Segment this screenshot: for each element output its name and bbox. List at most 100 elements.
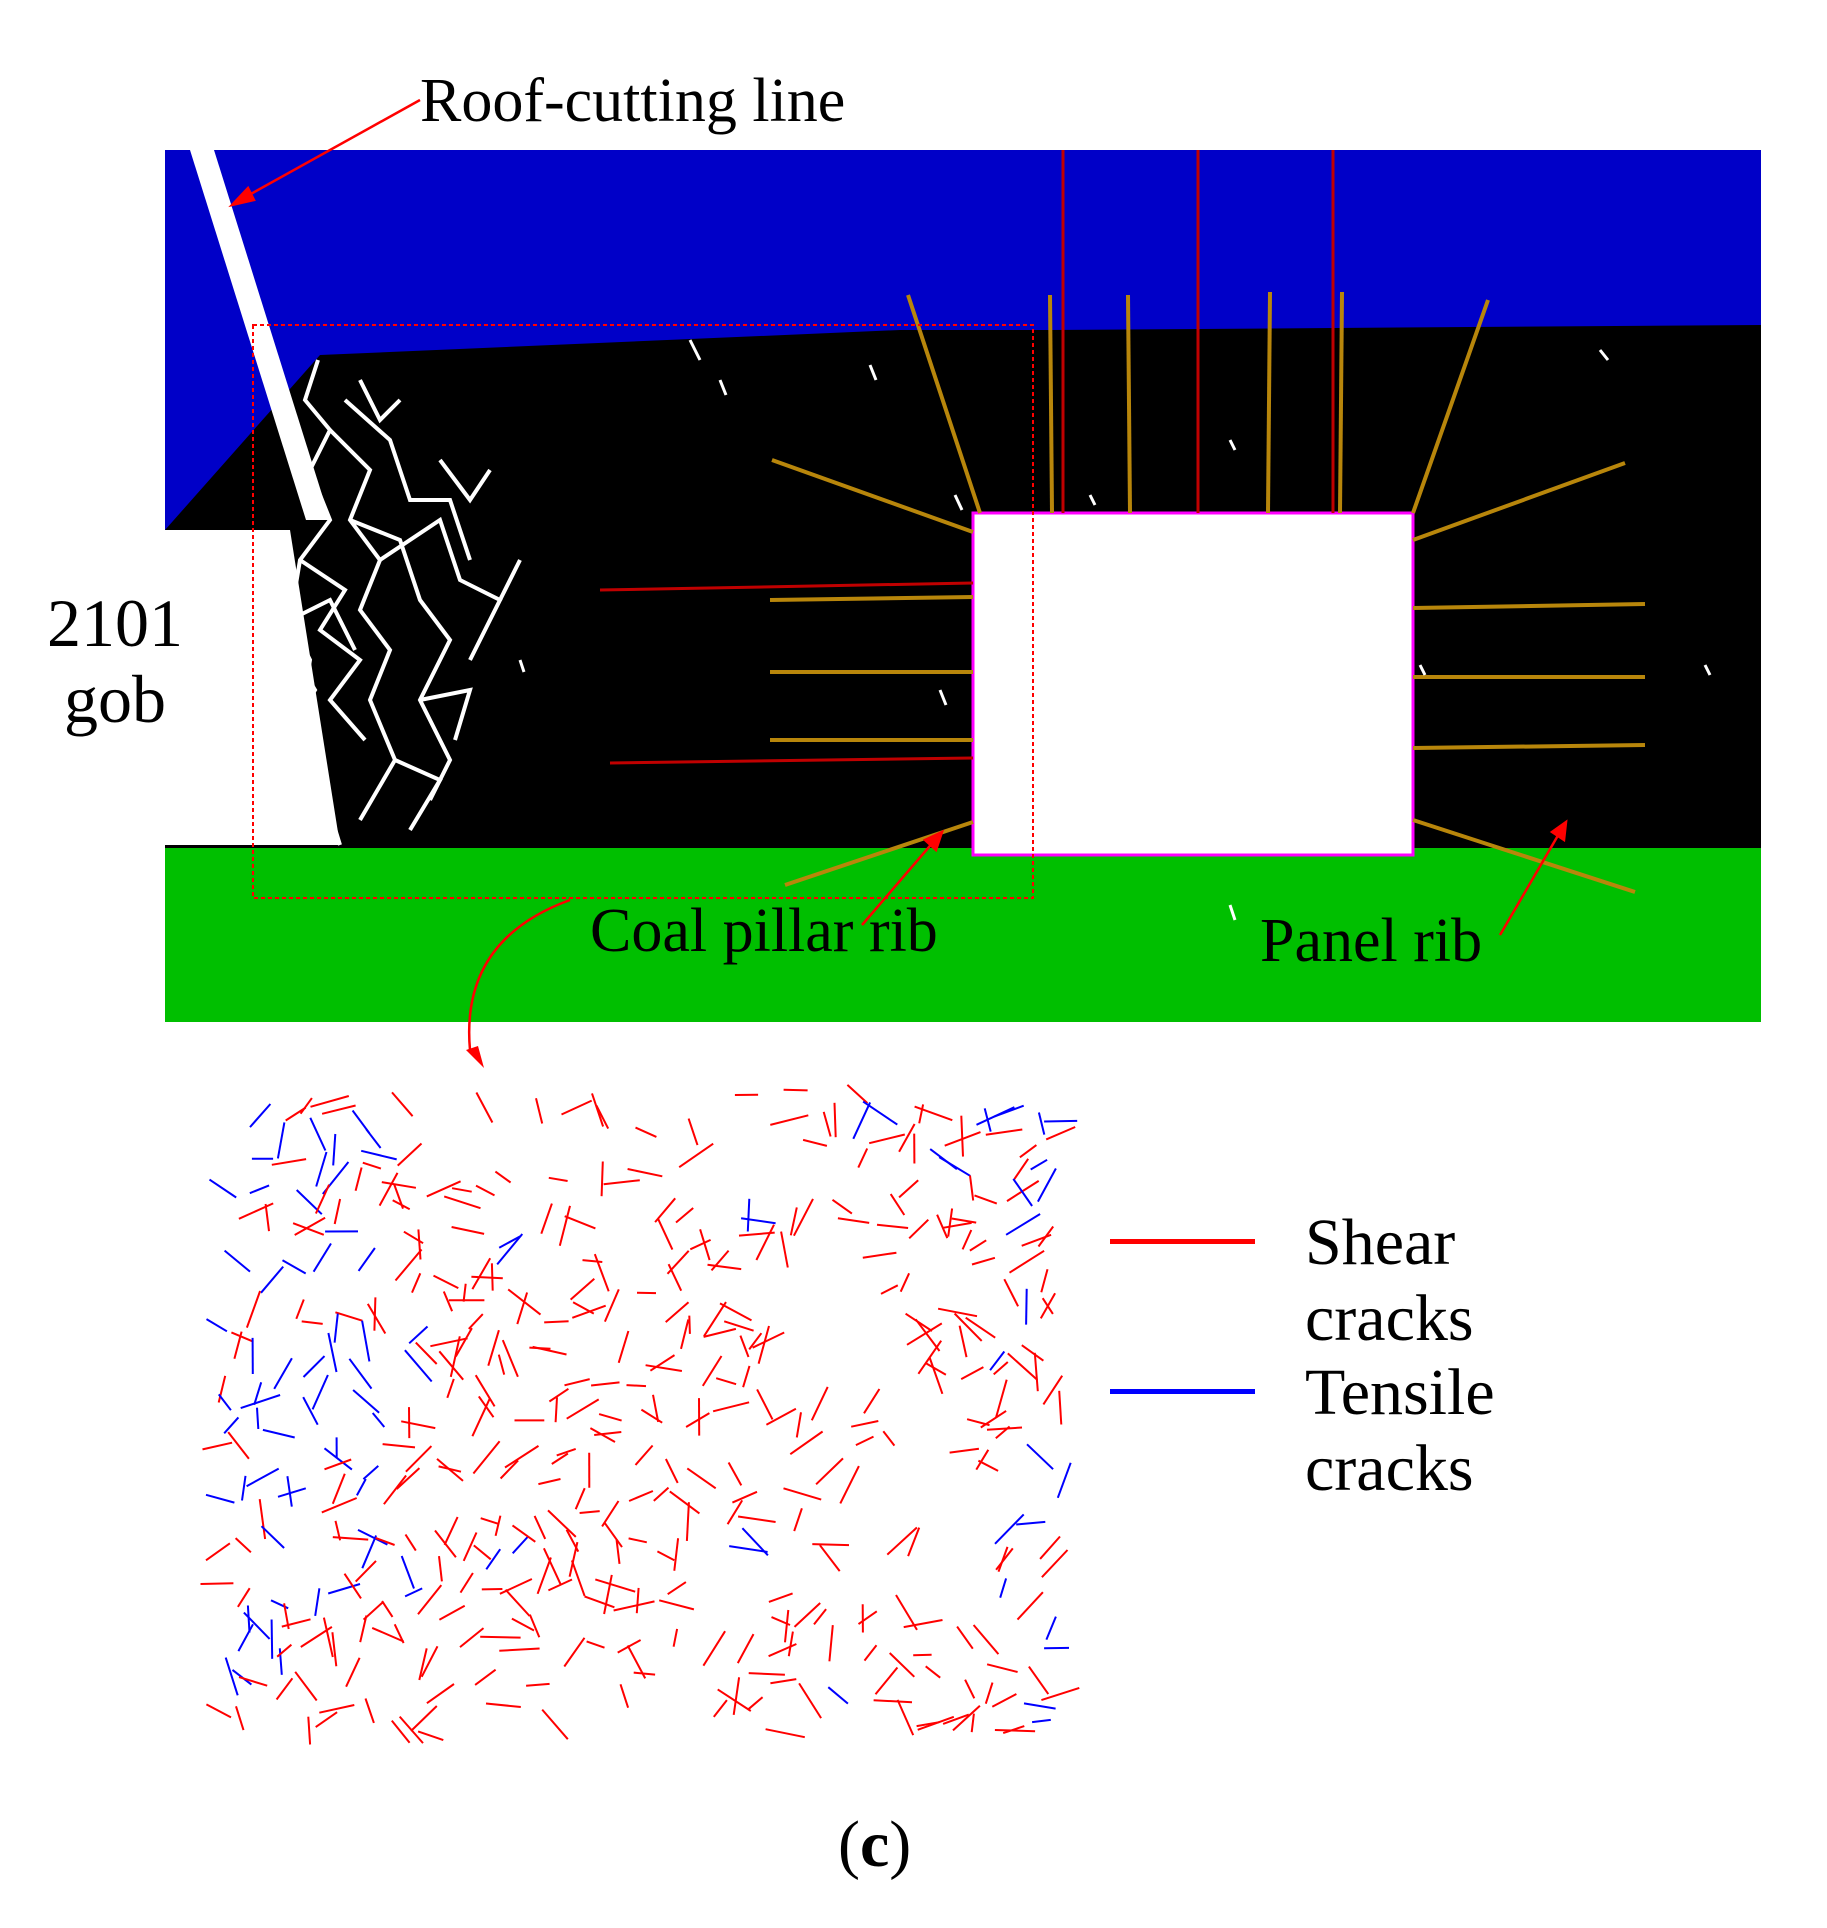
shear-crack <box>205 1703 232 1719</box>
shear-crack <box>653 1486 670 1502</box>
panel-rib-label: Panel rib <box>1260 907 1483 975</box>
roadway <box>971 511 1415 857</box>
shear-crack <box>969 1239 987 1252</box>
shear-crack <box>535 1098 544 1124</box>
shear-crack <box>713 1699 728 1718</box>
shear-crack <box>1019 1144 1037 1159</box>
roof-cables <box>1061 150 1335 513</box>
shear-crack <box>603 1574 613 1615</box>
tensile-crack <box>1056 1462 1072 1499</box>
shear-crack <box>686 1467 717 1490</box>
tensile-crack <box>302 1355 326 1378</box>
legend-swatch-shear <box>1110 1239 1255 1244</box>
shear-crack <box>462 1532 478 1562</box>
tensile-crack <box>327 1332 338 1373</box>
tensile-crack <box>260 1525 285 1549</box>
shear-crack <box>438 1350 464 1381</box>
shear-crack <box>635 1587 640 1614</box>
shear-crack <box>649 1354 676 1372</box>
shear-crack <box>565 1529 580 1553</box>
shear-crack <box>961 1229 973 1250</box>
shear-crack <box>331 1632 338 1667</box>
shear-crack <box>442 1291 454 1312</box>
gob-void <box>165 530 340 845</box>
shear-crack <box>980 1410 1007 1429</box>
shear-crack <box>574 1487 586 1510</box>
shear-crack <box>685 1502 690 1541</box>
shear-crack <box>595 1105 610 1130</box>
gob-label-line1: 2101 <box>47 585 183 661</box>
tensile-crack <box>278 1648 283 1675</box>
shear-crack <box>584 1595 615 1609</box>
tensile-crack <box>240 1394 281 1410</box>
shear-crack <box>378 1172 399 1207</box>
shear-crack <box>487 1329 500 1366</box>
crack-map <box>200 1084 1080 1745</box>
shear-crack <box>307 1716 312 1745</box>
shear-crack <box>310 1095 350 1108</box>
shear-crack <box>382 1443 416 1449</box>
shear-crack <box>579 1510 600 1514</box>
shear-crack <box>1037 1225 1055 1248</box>
shear-crack <box>857 1148 869 1169</box>
shear-crack <box>937 1307 978 1318</box>
shear-crack <box>789 1207 798 1236</box>
shear-crack <box>687 1118 699 1146</box>
shear-crack <box>294 1671 318 1702</box>
shear-crack <box>715 1377 737 1386</box>
tensile-crack <box>253 1382 263 1406</box>
shear-crack <box>454 1327 473 1357</box>
shear-crack <box>947 1208 954 1237</box>
roof-cutting-line-label: Roof-cutting line <box>420 67 846 135</box>
shear-crack <box>233 1331 243 1360</box>
shear-crack <box>245 1290 262 1328</box>
shear-crack <box>533 1515 547 1540</box>
tensile-crack <box>262 1428 295 1439</box>
shear-crack <box>324 1458 352 1471</box>
tensile-crack <box>498 1235 522 1249</box>
shear-crack <box>511 1524 536 1543</box>
tensile-crack <box>348 1358 373 1390</box>
shear-crack <box>783 1088 808 1092</box>
shear-crack <box>970 1713 975 1733</box>
shear-crack <box>634 1444 654 1466</box>
shear-crack <box>205 1542 231 1562</box>
tensile-crack <box>246 1605 251 1633</box>
tensile-crack <box>408 1325 429 1345</box>
label-arrows <box>228 98 1568 936</box>
shear-crack <box>717 1688 752 1712</box>
tensile-crack <box>357 1247 376 1272</box>
shear-crack <box>473 1544 492 1561</box>
shear-crack <box>873 1699 913 1704</box>
shear-crack <box>667 1581 687 1596</box>
tensile-crack <box>740 1217 776 1225</box>
shear-crack <box>812 1543 850 1547</box>
shear-crack <box>986 1426 1023 1431</box>
shear-crack <box>613 1600 655 1612</box>
shear-crack <box>451 1226 485 1235</box>
shear-crack <box>570 1560 586 1597</box>
tensile-crack <box>989 1350 1006 1371</box>
shear-crack <box>1040 1269 1049 1293</box>
shear-crack <box>1041 1549 1069 1578</box>
shear-crack <box>499 1578 533 1595</box>
shear-crack <box>723 1320 754 1332</box>
tensile-crack <box>205 1493 235 1504</box>
shear-crack <box>783 1487 822 1501</box>
shear-crack <box>561 1099 593 1116</box>
shear-crack <box>411 1272 422 1293</box>
shear-crack <box>748 1672 785 1676</box>
tensile-crack <box>260 1265 284 1294</box>
shear-crack <box>628 1537 648 1544</box>
shear-crack <box>918 1104 925 1124</box>
shear-crack <box>417 1229 422 1260</box>
tensile-crack <box>273 1357 293 1390</box>
shear-crack <box>551 1452 569 1465</box>
shear-crack <box>850 1420 879 1428</box>
shear-crack <box>615 1539 621 1565</box>
shear-crack <box>732 1677 741 1716</box>
shear-crack <box>889 1652 915 1678</box>
tensile-crack <box>256 1407 260 1430</box>
shear-crack <box>443 1195 481 1210</box>
shear-crack <box>914 1105 953 1122</box>
